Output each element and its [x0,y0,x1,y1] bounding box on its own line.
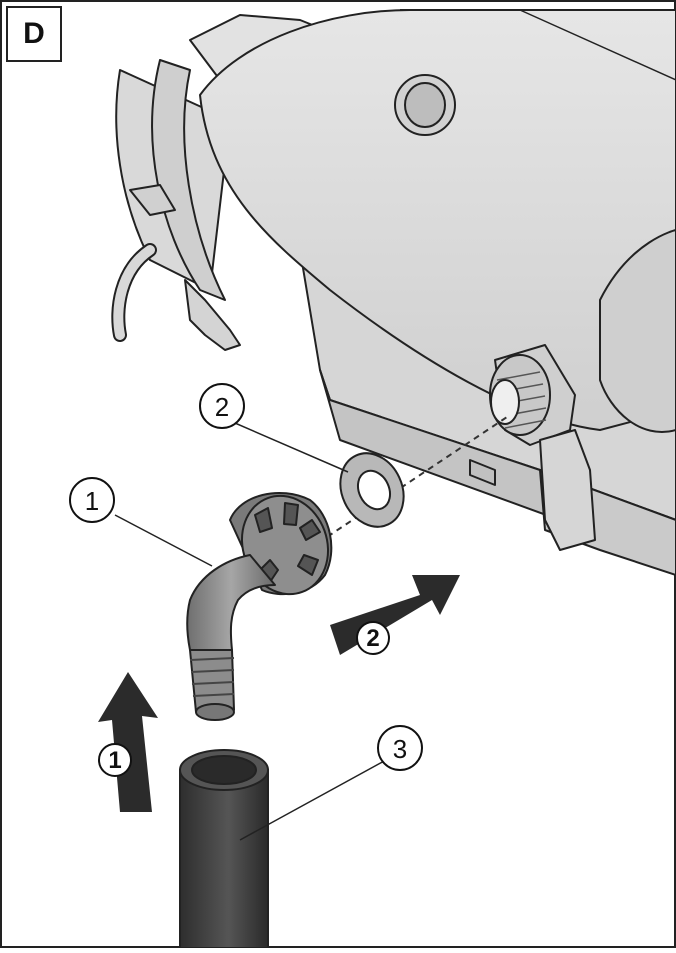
pump-housing [111,9,676,576]
step-arrow-1 [98,672,158,812]
callout-2: 2 [199,383,245,429]
hose [179,749,269,949]
step-arrow-2 [330,575,460,655]
panel-label: D [6,6,62,62]
washer [339,452,405,528]
alignment-dashed-line [299,414,511,556]
callout-number-1: 1 [85,486,99,516]
step-number-2: 2 [366,625,379,652]
callout-number-3: 3 [393,734,407,764]
step-number-1: 1 [108,747,121,774]
callout-leader-1 [114,514,213,567]
callout-number-2: 2 [215,392,229,422]
callout-1: 1 [69,477,115,523]
step-badge-2: 2 [356,621,390,655]
callout-leader-2 [227,419,349,473]
callout-leader-3 [239,759,387,841]
step-badge-1: 1 [98,743,132,777]
callout-3: 3 [377,725,423,771]
elbow-fitting [186,492,333,721]
